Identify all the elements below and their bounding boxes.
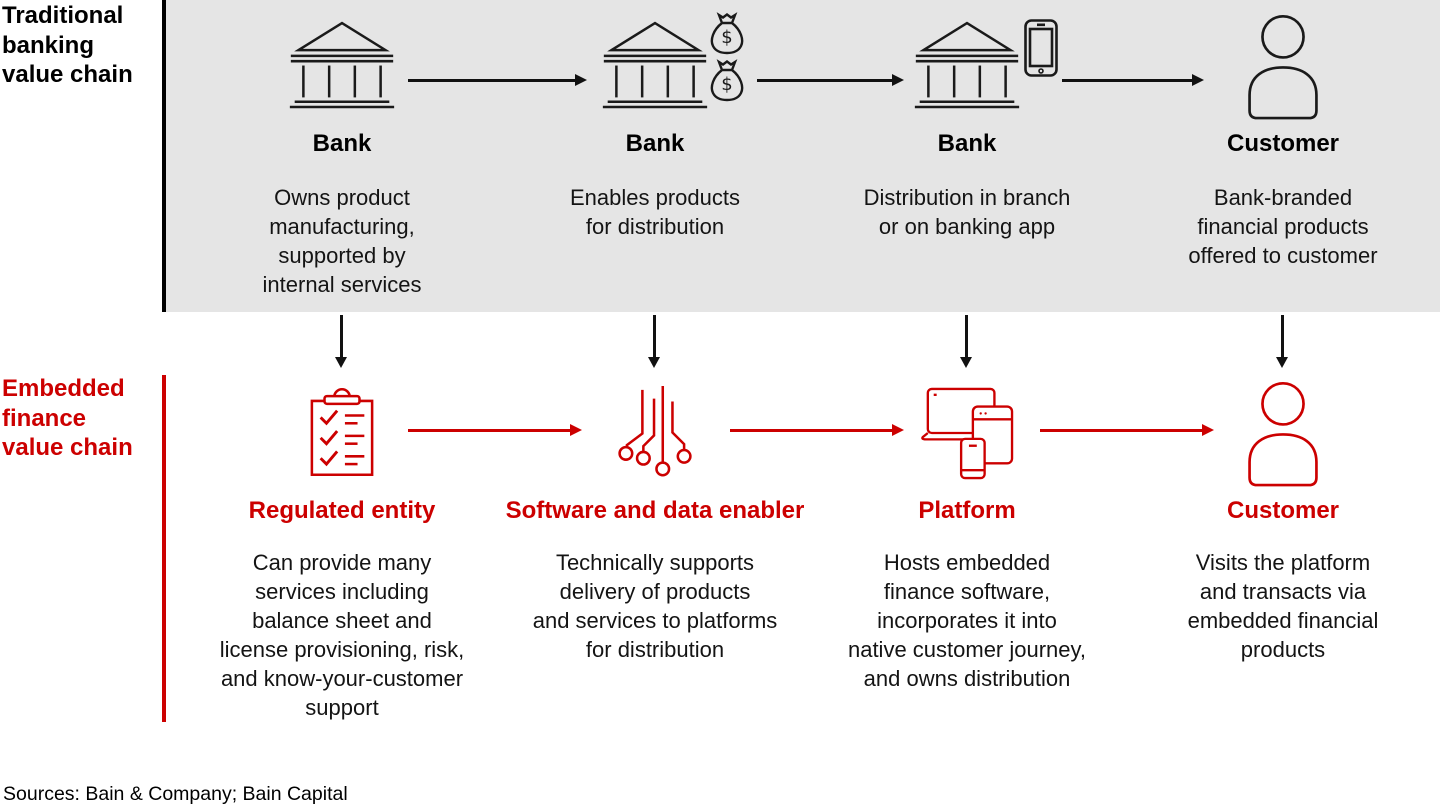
stage-title: Platform [918, 497, 1016, 524]
smartphone-icon [1023, 18, 1059, 78]
flow-arrow-software-to-platform [730, 429, 893, 432]
stage-description: Enables products for distribution [570, 185, 740, 239]
sources-note: Sources: Bain & Company; Bain Capital [3, 783, 348, 805]
bank-icon [599, 18, 711, 115]
stage-description: Hosts embedded finance software, incorpo… [847, 550, 1087, 691]
embedded-stage-software-enabler: Software and data enabler Technically su… [485, 372, 825, 732]
traditional-stage-bank-2: $ $ Bank Enables products for distributi… [485, 0, 825, 312]
stage-title: Software and data enabler [505, 497, 805, 524]
down-arrow-stage2 [653, 315, 656, 358]
stage-title: Bank [312, 130, 372, 157]
flow-arrow-platform-to-customer [1040, 429, 1203, 432]
traditional-chain-label: Traditional banking value chain [2, 2, 133, 88]
stage-description: Can provide many services including bala… [219, 550, 465, 720]
down-arrow-stage1 [340, 315, 343, 358]
flow-arrow-bank1-to-bank2 [408, 79, 576, 82]
traditional-stage-customer: Customer Bank-branded financial products… [1113, 0, 1440, 312]
money-bags-icon: $ $ [708, 12, 746, 102]
embedded-chain-label: Embedded finance value chain [2, 375, 133, 461]
clipboard-checklist-icon [308, 385, 376, 481]
embedded-chain-divider-line [162, 375, 166, 722]
stage-description: Bank-branded financial products offered … [1188, 185, 1378, 268]
bank-icon [286, 18, 398, 115]
stage-title: Customer [1226, 130, 1340, 157]
stage-description: Technically supports delivery of product… [532, 550, 778, 662]
traditional-chain-band [166, 0, 1440, 312]
stage-description: Visits the platform and transacts via em… [1187, 550, 1379, 662]
circuit-icon [616, 385, 694, 482]
down-arrow-stage3 [965, 315, 968, 358]
traditional-stage-bank-1: Bank Owns product manufacturing, support… [172, 0, 512, 312]
flow-arrow-bank3-to-customer [1062, 79, 1193, 82]
devices-icon [918, 386, 1016, 480]
stage-description: Distribution in branch or on banking app [863, 185, 1071, 239]
traditional-chain-divider-line [162, 0, 166, 312]
embedded-stage-customer: Customer Visits the platform and transac… [1113, 372, 1440, 732]
customer-icon [1237, 380, 1329, 487]
stage-title: Bank [625, 130, 685, 157]
embedded-stage-platform: Platform Hosts embedded finance software… [797, 372, 1137, 732]
bank-icon [911, 18, 1023, 115]
down-arrow-stage4 [1281, 315, 1284, 358]
stage-title: Regulated entity [248, 497, 436, 524]
stage-title: Customer [1226, 497, 1340, 524]
embedded-stage-regulated-entity: Regulated entity Can provide many servic… [172, 372, 512, 732]
stage-description: Owns product manufacturing, supported by… [262, 185, 422, 297]
svg-text:$: $ [721, 27, 732, 48]
svg-text:$: $ [721, 74, 732, 95]
stage-title: Bank [937, 130, 997, 157]
flow-arrow-regulated-to-software [408, 429, 571, 432]
customer-icon [1237, 13, 1329, 120]
traditional-stage-bank-3: Bank Distribution in branch or on bankin… [797, 0, 1137, 312]
flow-arrow-bank2-to-bank3 [757, 79, 893, 82]
